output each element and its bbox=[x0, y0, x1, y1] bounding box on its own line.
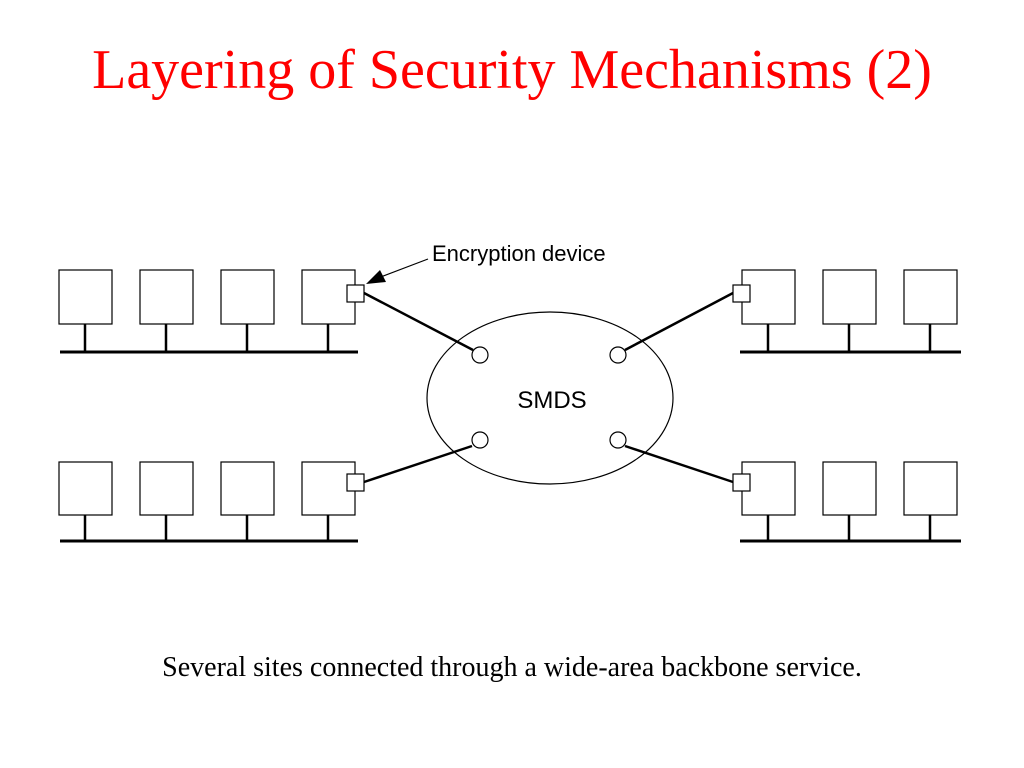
encryption-device bbox=[732, 284, 751, 303]
access-port-bottom-right bbox=[609, 431, 627, 449]
host-box bbox=[301, 461, 356, 516]
host-box bbox=[822, 461, 877, 516]
host-box bbox=[301, 269, 356, 325]
access-port-top-right bbox=[609, 346, 627, 364]
site-bottom-right bbox=[732, 461, 961, 543]
callout-arrow-line bbox=[377, 258, 429, 279]
host-box bbox=[139, 269, 194, 325]
host-box bbox=[903, 269, 958, 325]
wan-link-top-left bbox=[363, 291, 474, 352]
wan-link-top-right bbox=[624, 291, 734, 352]
host-box bbox=[741, 461, 796, 516]
host-box bbox=[58, 461, 113, 516]
slide-caption: Several sites connected through a wide-a… bbox=[162, 652, 862, 683]
host-box bbox=[741, 269, 796, 325]
site-top-right bbox=[732, 269, 961, 354]
wan-link-bottom-right bbox=[624, 444, 734, 484]
host-box bbox=[220, 269, 275, 325]
smds-label: SMDS bbox=[517, 387, 586, 414]
host-box bbox=[58, 269, 113, 325]
slide-title: Layering of Security Mechanisms (2) bbox=[92, 39, 932, 101]
host-box bbox=[822, 269, 877, 325]
callout-arrowhead bbox=[366, 270, 386, 284]
encryption-device bbox=[346, 473, 365, 492]
site-bottom-left bbox=[58, 461, 365, 543]
host-box bbox=[220, 461, 275, 516]
site-top-left bbox=[58, 269, 365, 354]
access-port-bottom-left bbox=[471, 431, 489, 449]
access-port-top-left bbox=[471, 346, 489, 364]
encryption-device bbox=[346, 284, 365, 303]
host-box bbox=[903, 461, 958, 516]
encryption-device-label: Encryption device bbox=[432, 241, 606, 266]
encryption-device bbox=[732, 473, 751, 492]
host-box bbox=[139, 461, 194, 516]
wan-link-bottom-left bbox=[363, 444, 473, 484]
